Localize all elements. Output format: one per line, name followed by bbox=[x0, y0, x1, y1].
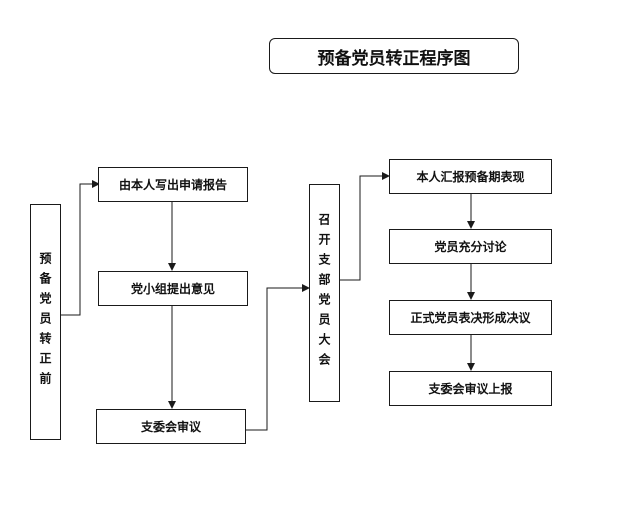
left-step-3: 支委会审议 bbox=[96, 409, 246, 444]
connector-middle-to-right1 bbox=[340, 172, 390, 281]
middle-vertical-label: 召开支部党员大会 bbox=[317, 213, 331, 373]
left-vertical-label-box: 预备党员转正前 bbox=[30, 204, 61, 440]
right-step-1: 本人汇报预备期表现 bbox=[389, 159, 552, 194]
middle-vertical-label-box: 召开支部党员大会 bbox=[309, 184, 340, 402]
left-step-2: 党小组提出意见 bbox=[98, 271, 248, 306]
right-step-2: 党员充分讨论 bbox=[389, 229, 552, 264]
connector-left-to-step1 bbox=[60, 180, 100, 316]
connector-step3-to-middle bbox=[246, 284, 310, 431]
right-step-4: 支委会审议上报 bbox=[389, 371, 552, 406]
left-vertical-label: 预备党员转正前 bbox=[38, 252, 52, 392]
left-step-1: 由本人写出申请报告 bbox=[98, 167, 248, 202]
diagram-title: 预备党员转正程序图 bbox=[269, 38, 519, 74]
right-step-3: 正式党员表决形成决议 bbox=[389, 300, 552, 335]
